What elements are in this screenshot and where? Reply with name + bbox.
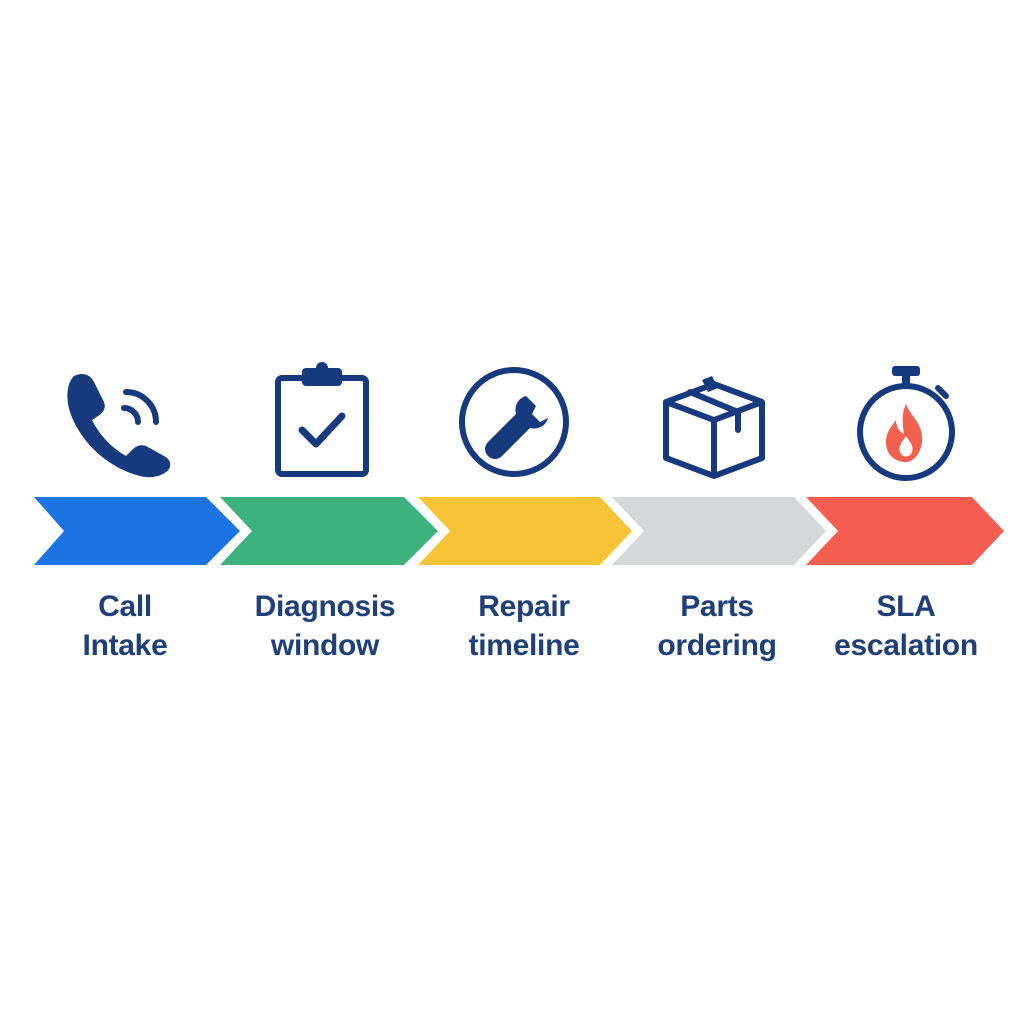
clipboard-check-icon — [275, 362, 369, 477]
step-label-line: window — [270, 629, 380, 662]
step-label-line: Repair — [478, 590, 570, 623]
chevron-repair-timeline — [418, 497, 632, 565]
step-label-line: Intake — [82, 629, 168, 662]
chevron-call-intake — [34, 497, 240, 565]
step-label-line: timeline — [468, 629, 580, 662]
step-label-parts-ordering: Parts ordering — [612, 587, 822, 665]
chevron-diagnosis-window — [220, 497, 438, 565]
chevron-sla-escalation — [806, 497, 1004, 565]
phone-icon — [67, 374, 171, 478]
chevron-parts-ordering — [612, 497, 826, 565]
step-label-line: SLA — [876, 590, 936, 623]
wrench-icon — [459, 367, 569, 477]
step-label-sla-escalation: SLA escalation — [801, 587, 1011, 665]
package-box-icon — [663, 376, 765, 479]
step-label-line: Diagnosis — [254, 590, 396, 623]
step-label-line: ordering — [657, 629, 777, 662]
step-label-diagnosis-window: Diagnosis window — [220, 587, 430, 665]
step-label-line: Parts — [680, 590, 754, 623]
step-label-repair-timeline: Repair timeline — [419, 587, 629, 665]
step-label-call-intake: Call Intake — [20, 587, 230, 665]
step-label-line: escalation — [834, 629, 978, 662]
stopwatch-flame-icon — [857, 366, 955, 481]
step-label-line: Call — [98, 590, 152, 623]
